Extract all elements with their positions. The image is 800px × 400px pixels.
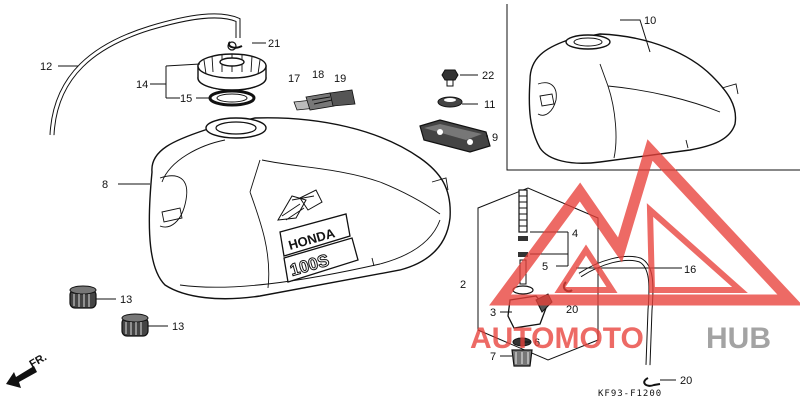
cushion (437, 96, 463, 108)
cap-gasket (208, 89, 256, 107)
inset-frame (506, 4, 800, 171)
front-direction-arrow: FR. (6, 351, 49, 388)
callout-7: 7 (490, 351, 496, 363)
bolt (441, 69, 459, 87)
callout-22: 22 (482, 70, 494, 82)
callout-8: 8 (102, 179, 108, 191)
callout-16: 16 (684, 264, 696, 276)
callout-5: 5 (542, 261, 548, 273)
callout-9: 9 (492, 132, 498, 144)
callout-6: 6 (534, 337, 540, 349)
callout-3: 3 (490, 307, 496, 319)
callout-18: 18 (312, 69, 324, 81)
fuel-tank-inset (528, 33, 739, 164)
callout-15: 15 (180, 93, 192, 105)
fuel-cap (197, 41, 267, 91)
callout-20-lower: 20 (680, 375, 692, 387)
diagram-code: KF93-F1200 (598, 389, 662, 399)
watermark: AUTOMOTO HUB (470, 139, 800, 355)
cushion-13-lower (121, 313, 149, 337)
tube-clip-lower (643, 377, 661, 387)
callout-17: 17 (288, 73, 300, 85)
cushion-13-upper (69, 285, 97, 309)
callout-4: 4 (572, 228, 578, 240)
callout-20-upper: 20 (566, 304, 578, 316)
mount-bracket (419, 119, 491, 153)
watermark-brand-primary: AUTOMOTO (470, 322, 644, 355)
callout-14: 14 (136, 79, 148, 91)
callout-19: 19 (334, 73, 346, 85)
callout-12: 12 (40, 61, 52, 73)
callout-13-lower: 13 (172, 321, 184, 333)
watermark-brand-secondary: HUB (706, 322, 771, 355)
callout-2: 2 (460, 279, 466, 291)
breather-clip (228, 41, 243, 49)
front-direction-label: FR. (28, 351, 49, 370)
decal-strips (293, 89, 356, 111)
callout-13-upper: 13 (120, 294, 132, 306)
callout-11: 11 (484, 99, 495, 111)
callout-10: 10 (644, 15, 656, 27)
callout-21: 21 (268, 38, 280, 50)
